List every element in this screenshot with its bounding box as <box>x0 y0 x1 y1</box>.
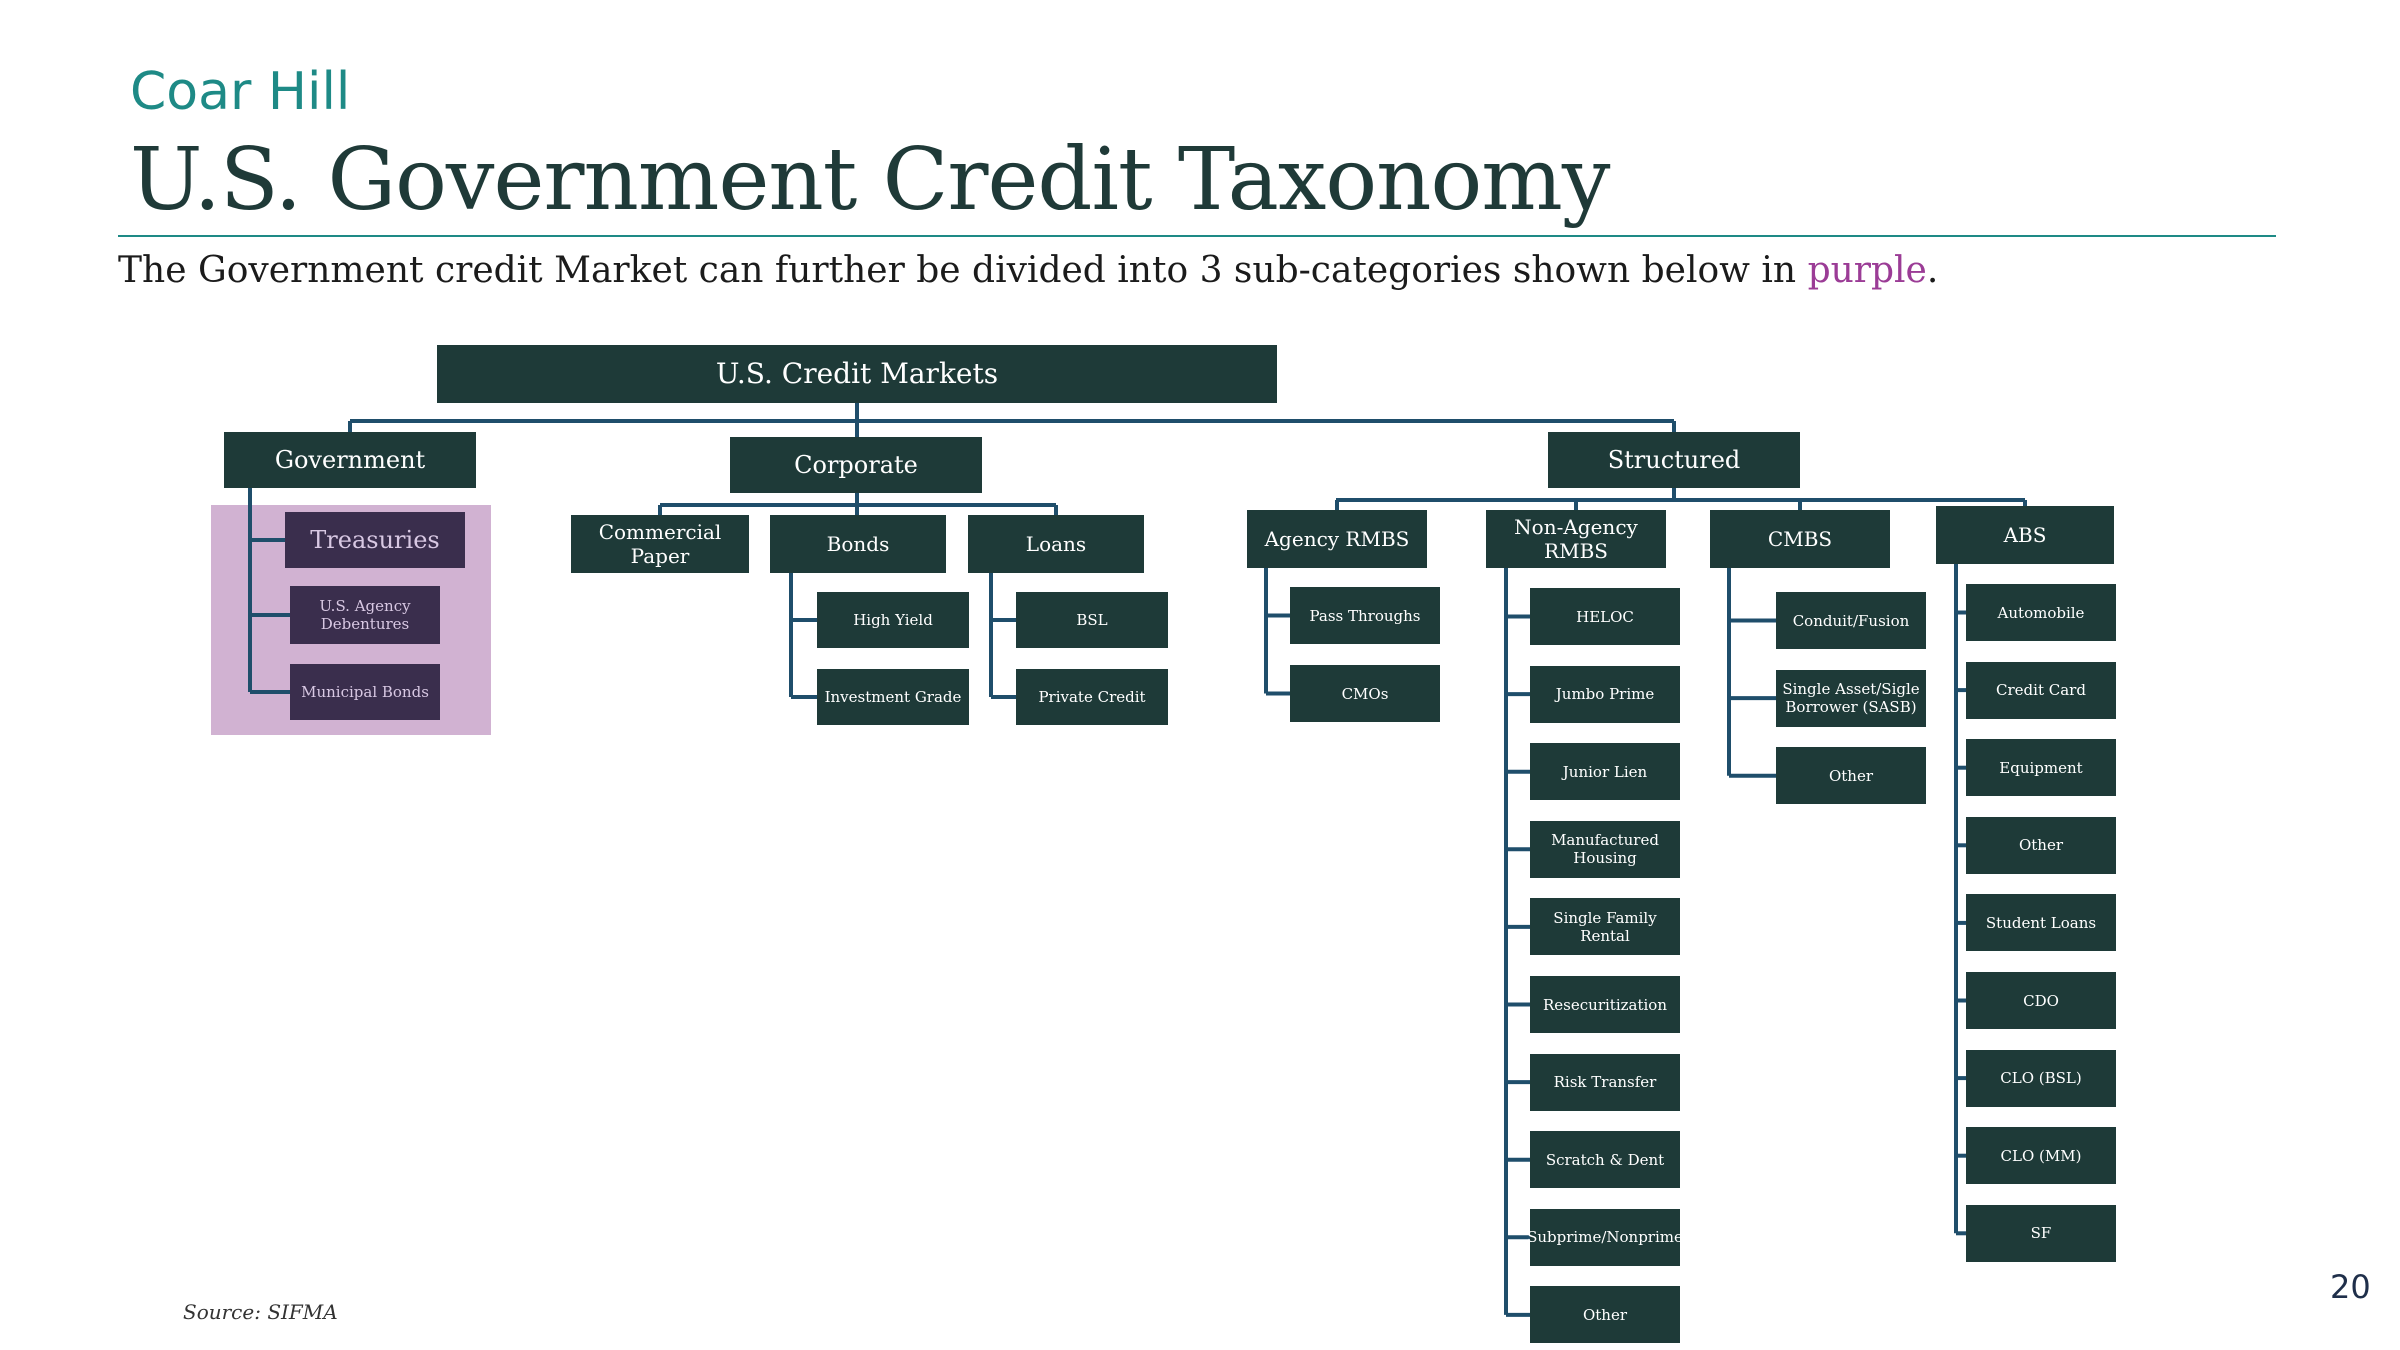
page-number: 20 <box>2330 1268 2371 1306</box>
node-non-agency-rmbs-manufactured-housing-3: Manufactured Housing <box>1530 820 1680 878</box>
node-non-agency-rmbs-junior-lien-2: Junior Lien <box>1530 743 1680 801</box>
source-note: Source: SIFMA <box>183 1300 338 1324</box>
node-agency-rmbs: Agency RMBS <box>1247 510 1427 568</box>
node-loans-bsl-0: BSL <box>1016 592 1168 648</box>
node-abs-automobile-0: Automobile <box>1966 584 2116 641</box>
node-non-agency-rmbs-jumbo-prime-1: Jumbo Prime <box>1530 665 1680 723</box>
node-government-u-s-agency-debentures: U.S. Agency Debentures <box>290 586 440 644</box>
subtitle-end: . <box>1926 250 1939 291</box>
node-abs-cdo-5: CDO <box>1966 972 2116 1029</box>
subtitle-text: The Government credit Market can further… <box>118 250 1808 291</box>
page-title: U.S. Government Credit Taxonomy <box>130 130 1610 230</box>
node-non-agency-rmbs-risk-transfer-6: Risk Transfer <box>1530 1053 1680 1111</box>
subtitle-highlight: purple <box>1807 250 1927 291</box>
node-bonds: Bonds <box>770 515 946 573</box>
node-non-agency-rmbs: Non-Agency RMBS <box>1486 510 1666 568</box>
node-cmbs-conduit-fusion-0: Conduit/Fusion <box>1776 592 1926 649</box>
node-abs-clo-mm-7: CLO (MM) <box>1966 1127 2116 1185</box>
node-abs-student-loans-4: Student Loans <box>1966 894 2116 952</box>
brand-name: Coar Hill <box>130 62 351 122</box>
node-bonds-investment-grade-1: Investment Grade <box>817 669 969 725</box>
node-agency-rmbs-pass-throughs-0: Pass Throughs <box>1290 587 1440 644</box>
node-abs-credit-card-1: Credit Card <box>1966 661 2116 719</box>
node-non-agency-rmbs-subprime-nonprime-8: Subprime/Nonprime <box>1527 1208 1683 1266</box>
node-government-treasuries: Treasuries <box>285 512 465 568</box>
node-cmbs: CMBS <box>1710 510 1890 568</box>
node-abs-other-3: Other <box>1966 816 2116 874</box>
node-non-agency-rmbs-scratch-and-dent-7: Scratch & Dent <box>1530 1131 1680 1189</box>
node-abs: ABS <box>1936 506 2114 564</box>
node-non-agency-rmbs-single-family-rental-4: Single Family Rental <box>1530 898 1680 956</box>
node-cmbs-single-asset-sigle-borrower-sasb-1: Single Asset/Sigle Borrower (SASB) <box>1776 669 1926 727</box>
node-abs-sf-8: SF <box>1966 1204 2116 1262</box>
node-non-agency-rmbs-heloc-0: HELOC <box>1530 588 1680 645</box>
node-root: U.S. Credit Markets <box>437 345 1277 403</box>
node-government: Government <box>224 432 476 488</box>
node-non-agency-rmbs-other-9: Other <box>1530 1286 1680 1344</box>
node-structured: Structured <box>1548 432 1800 488</box>
node-loans-private-credit-1: Private Credit <box>1016 669 1168 725</box>
node-bonds-high-yield-0: High Yield <box>817 592 969 648</box>
node-abs-equipment-2: Equipment <box>1966 739 2116 797</box>
page-subtitle: The Government credit Market can further… <box>118 250 1938 291</box>
title-divider <box>118 235 2276 237</box>
node-corporate: Corporate <box>730 437 982 493</box>
node-cmbs-other-2: Other <box>1776 747 1926 805</box>
node-abs-clo-bsl-6: CLO (BSL) <box>1966 1049 2116 1107</box>
node-government-municipal-bonds: Municipal Bonds <box>290 664 440 720</box>
node-agency-rmbs-cmos-1: CMOs <box>1290 665 1440 722</box>
node-loans: Loans <box>968 515 1144 573</box>
node-commercial-paper: Commercial Paper <box>571 515 749 573</box>
node-non-agency-rmbs-resecuritization-5: Resecuritization <box>1530 976 1680 1033</box>
